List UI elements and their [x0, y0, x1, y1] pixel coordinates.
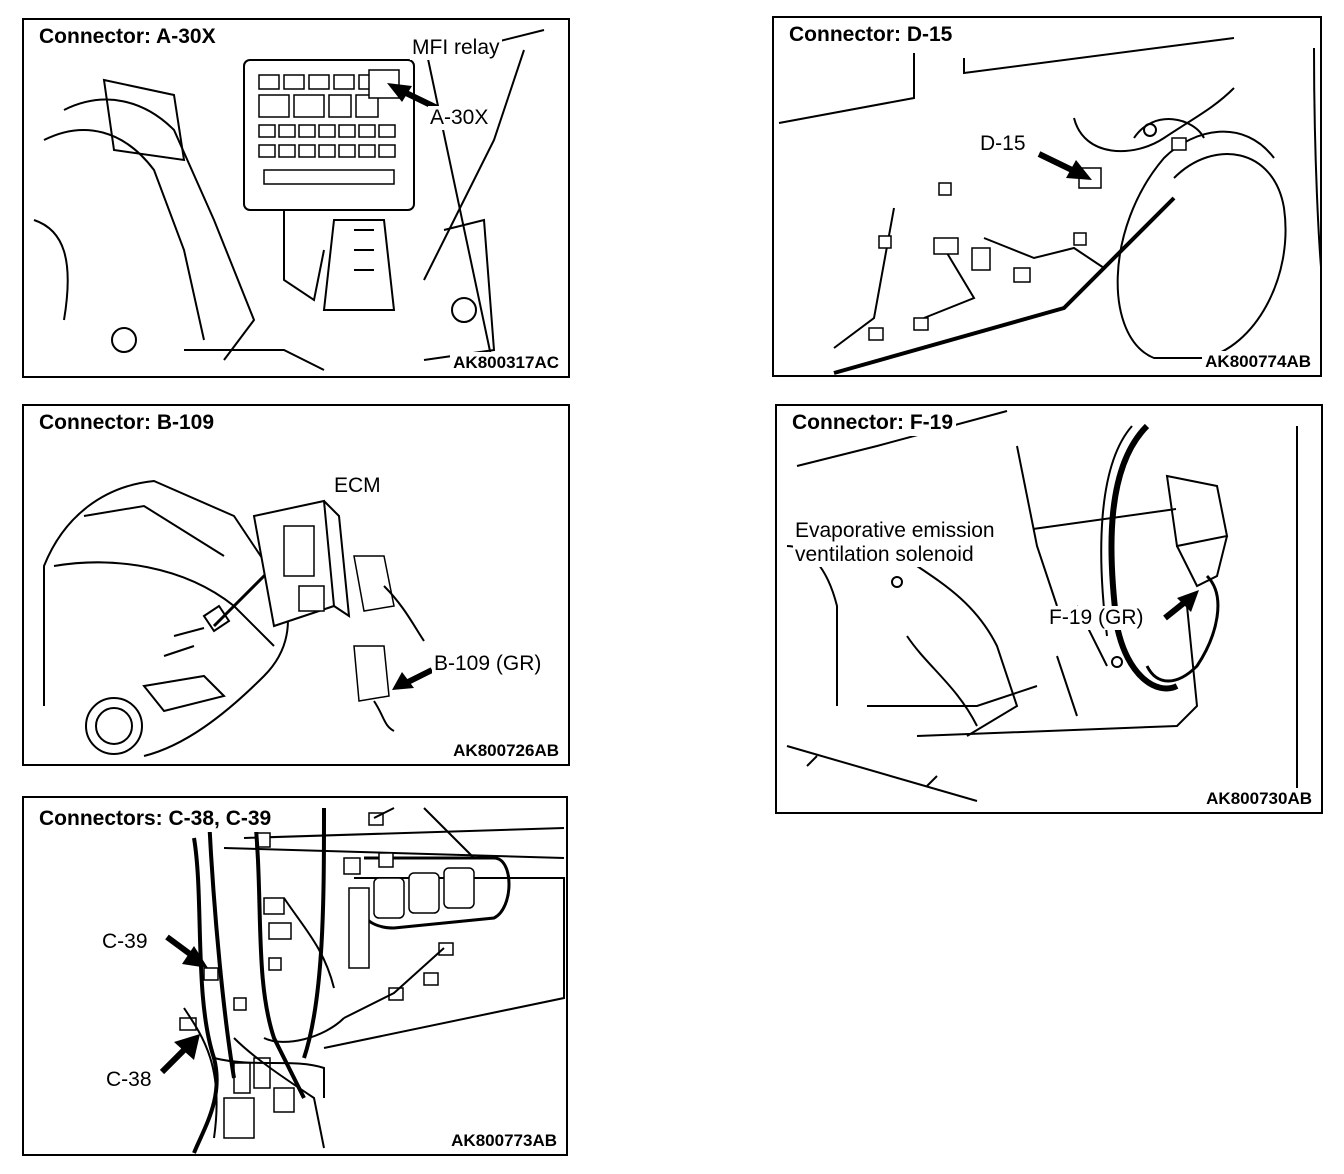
dashboard-harness-illustration: [179, 807, 565, 1154]
vehicle-ecm-illustration: [43, 479, 425, 757]
arrow-icon: [165, 934, 208, 968]
leader-line-icon: [1032, 508, 1177, 530]
label-f19-connector: F-19 (GR): [1047, 606, 1146, 630]
figure-code: AK800774AB: [1202, 351, 1314, 373]
label-c39-connector: C-39: [100, 930, 150, 954]
figure-code: AK800726AB: [450, 740, 562, 762]
label-c38-connector: C-38: [104, 1068, 154, 1092]
arrow-icon: [1163, 590, 1199, 621]
panel-title: Connector: D-15: [786, 22, 956, 48]
figure-code: AK800317AC: [450, 352, 562, 374]
panel-title: Connector: A-30X: [36, 24, 219, 50]
panel-title: Connectors: C-38, C-39: [36, 806, 275, 832]
figure-code: AK800773AB: [448, 1130, 560, 1152]
label-part-line2: ventilation solenoid: [793, 543, 976, 567]
arrow-icon: [1037, 151, 1092, 180]
engine-bay-fuse-box-illustration: [33, 29, 545, 371]
figure-code: AK800730AB: [1203, 788, 1315, 810]
label-ecm: ECM: [332, 474, 383, 498]
label-d15-connector: D-15: [978, 132, 1028, 156]
panel-connector-d15: Connector: D-15 D-15 AK800774AB: [772, 16, 1322, 377]
panel-connector-a30x: Connector: A-30X MFI relay A-30X AK80031…: [22, 18, 570, 378]
arrow-icon: [159, 1034, 200, 1075]
arrow-icon: [392, 667, 434, 690]
wiring-harness-illustration: [778, 37, 1320, 375]
label-mfi-relay: MFI relay: [410, 36, 502, 60]
label-part-line1: Evaporative emission: [793, 519, 997, 543]
arrow-icon: [387, 83, 439, 111]
panel-connector-b109: Connector: B-109 ECM B-109 (GR) AK800726…: [22, 404, 570, 766]
label-a30x-connector: A-30X: [428, 106, 491, 130]
panel-connectors-c38-c39: Connectors: C-38, C-39 C-39 C-38 AK80077…: [22, 796, 568, 1156]
label-b109-connector: B-109 (GR): [432, 652, 544, 676]
panel-title: Connector: B-109: [36, 410, 218, 436]
panel-connector-f19: Connector: F-19 Evaporative emission ven…: [775, 404, 1323, 814]
panel-title: Connector: F-19: [789, 410, 957, 436]
